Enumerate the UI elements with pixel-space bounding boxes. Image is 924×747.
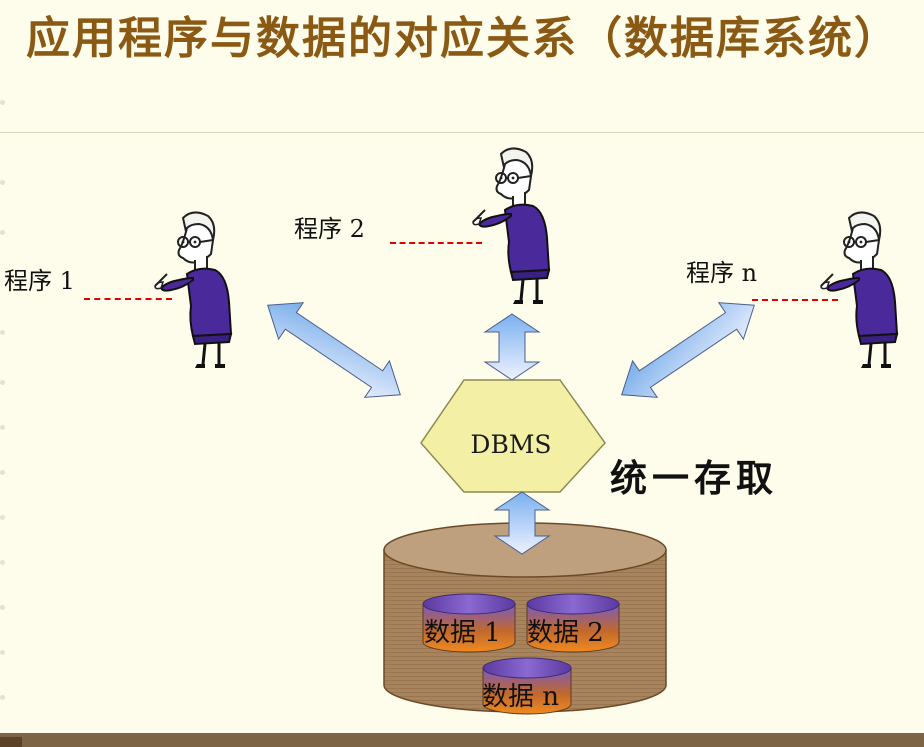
edge-dot (0, 180, 5, 185)
program-n-label: 程序 n (686, 259, 758, 287)
double-arrow-icon (267, 302, 401, 398)
program-2-label: 程序 2 (294, 215, 365, 243)
slide-title: 应用程序与数据的对应关系（数据库系统） (26, 13, 900, 64)
double-arrow-icon (483, 313, 541, 381)
edge-dot (0, 560, 5, 565)
program-1-dashed-line (84, 298, 172, 300)
edge-dot (0, 650, 5, 655)
edge-dot (0, 695, 5, 700)
dbms-label: DBMS (470, 430, 552, 459)
edge-dot (0, 515, 5, 520)
data-cylinder-n-icon (482, 657, 572, 715)
edge-dot (0, 425, 5, 430)
edge-dot (0, 230, 5, 235)
data-1-label: 数据 1 (424, 618, 501, 648)
double-arrow-icon (493, 491, 551, 555)
data-2-label: 数据 2 (527, 618, 604, 648)
person-at-keyboard-icon (153, 210, 233, 370)
data-cylinder-1-icon (422, 593, 516, 653)
program-1-label: 程序 1 (4, 267, 75, 295)
program-2-dashed-line (390, 242, 482, 244)
edge-dot (0, 380, 5, 385)
footer-bar-tab (0, 737, 22, 747)
program-n-dashed-line (752, 299, 838, 301)
footer-bar (0, 733, 924, 747)
edge-dot (0, 470, 5, 475)
title-divider (0, 132, 924, 133)
edge-dot (0, 330, 5, 335)
edge-dot (0, 100, 5, 105)
person-at-keyboard-icon (819, 210, 899, 370)
edge-dot (0, 605, 5, 610)
data-cylinder-2-icon (526, 593, 620, 653)
dbms-hexagon-icon (420, 379, 606, 493)
unified-access-label: 统一存取 (610, 456, 778, 500)
person-at-keyboard-icon (471, 146, 551, 306)
double-arrow-icon (621, 302, 755, 398)
data-n-label: 数据 n (482, 682, 560, 712)
